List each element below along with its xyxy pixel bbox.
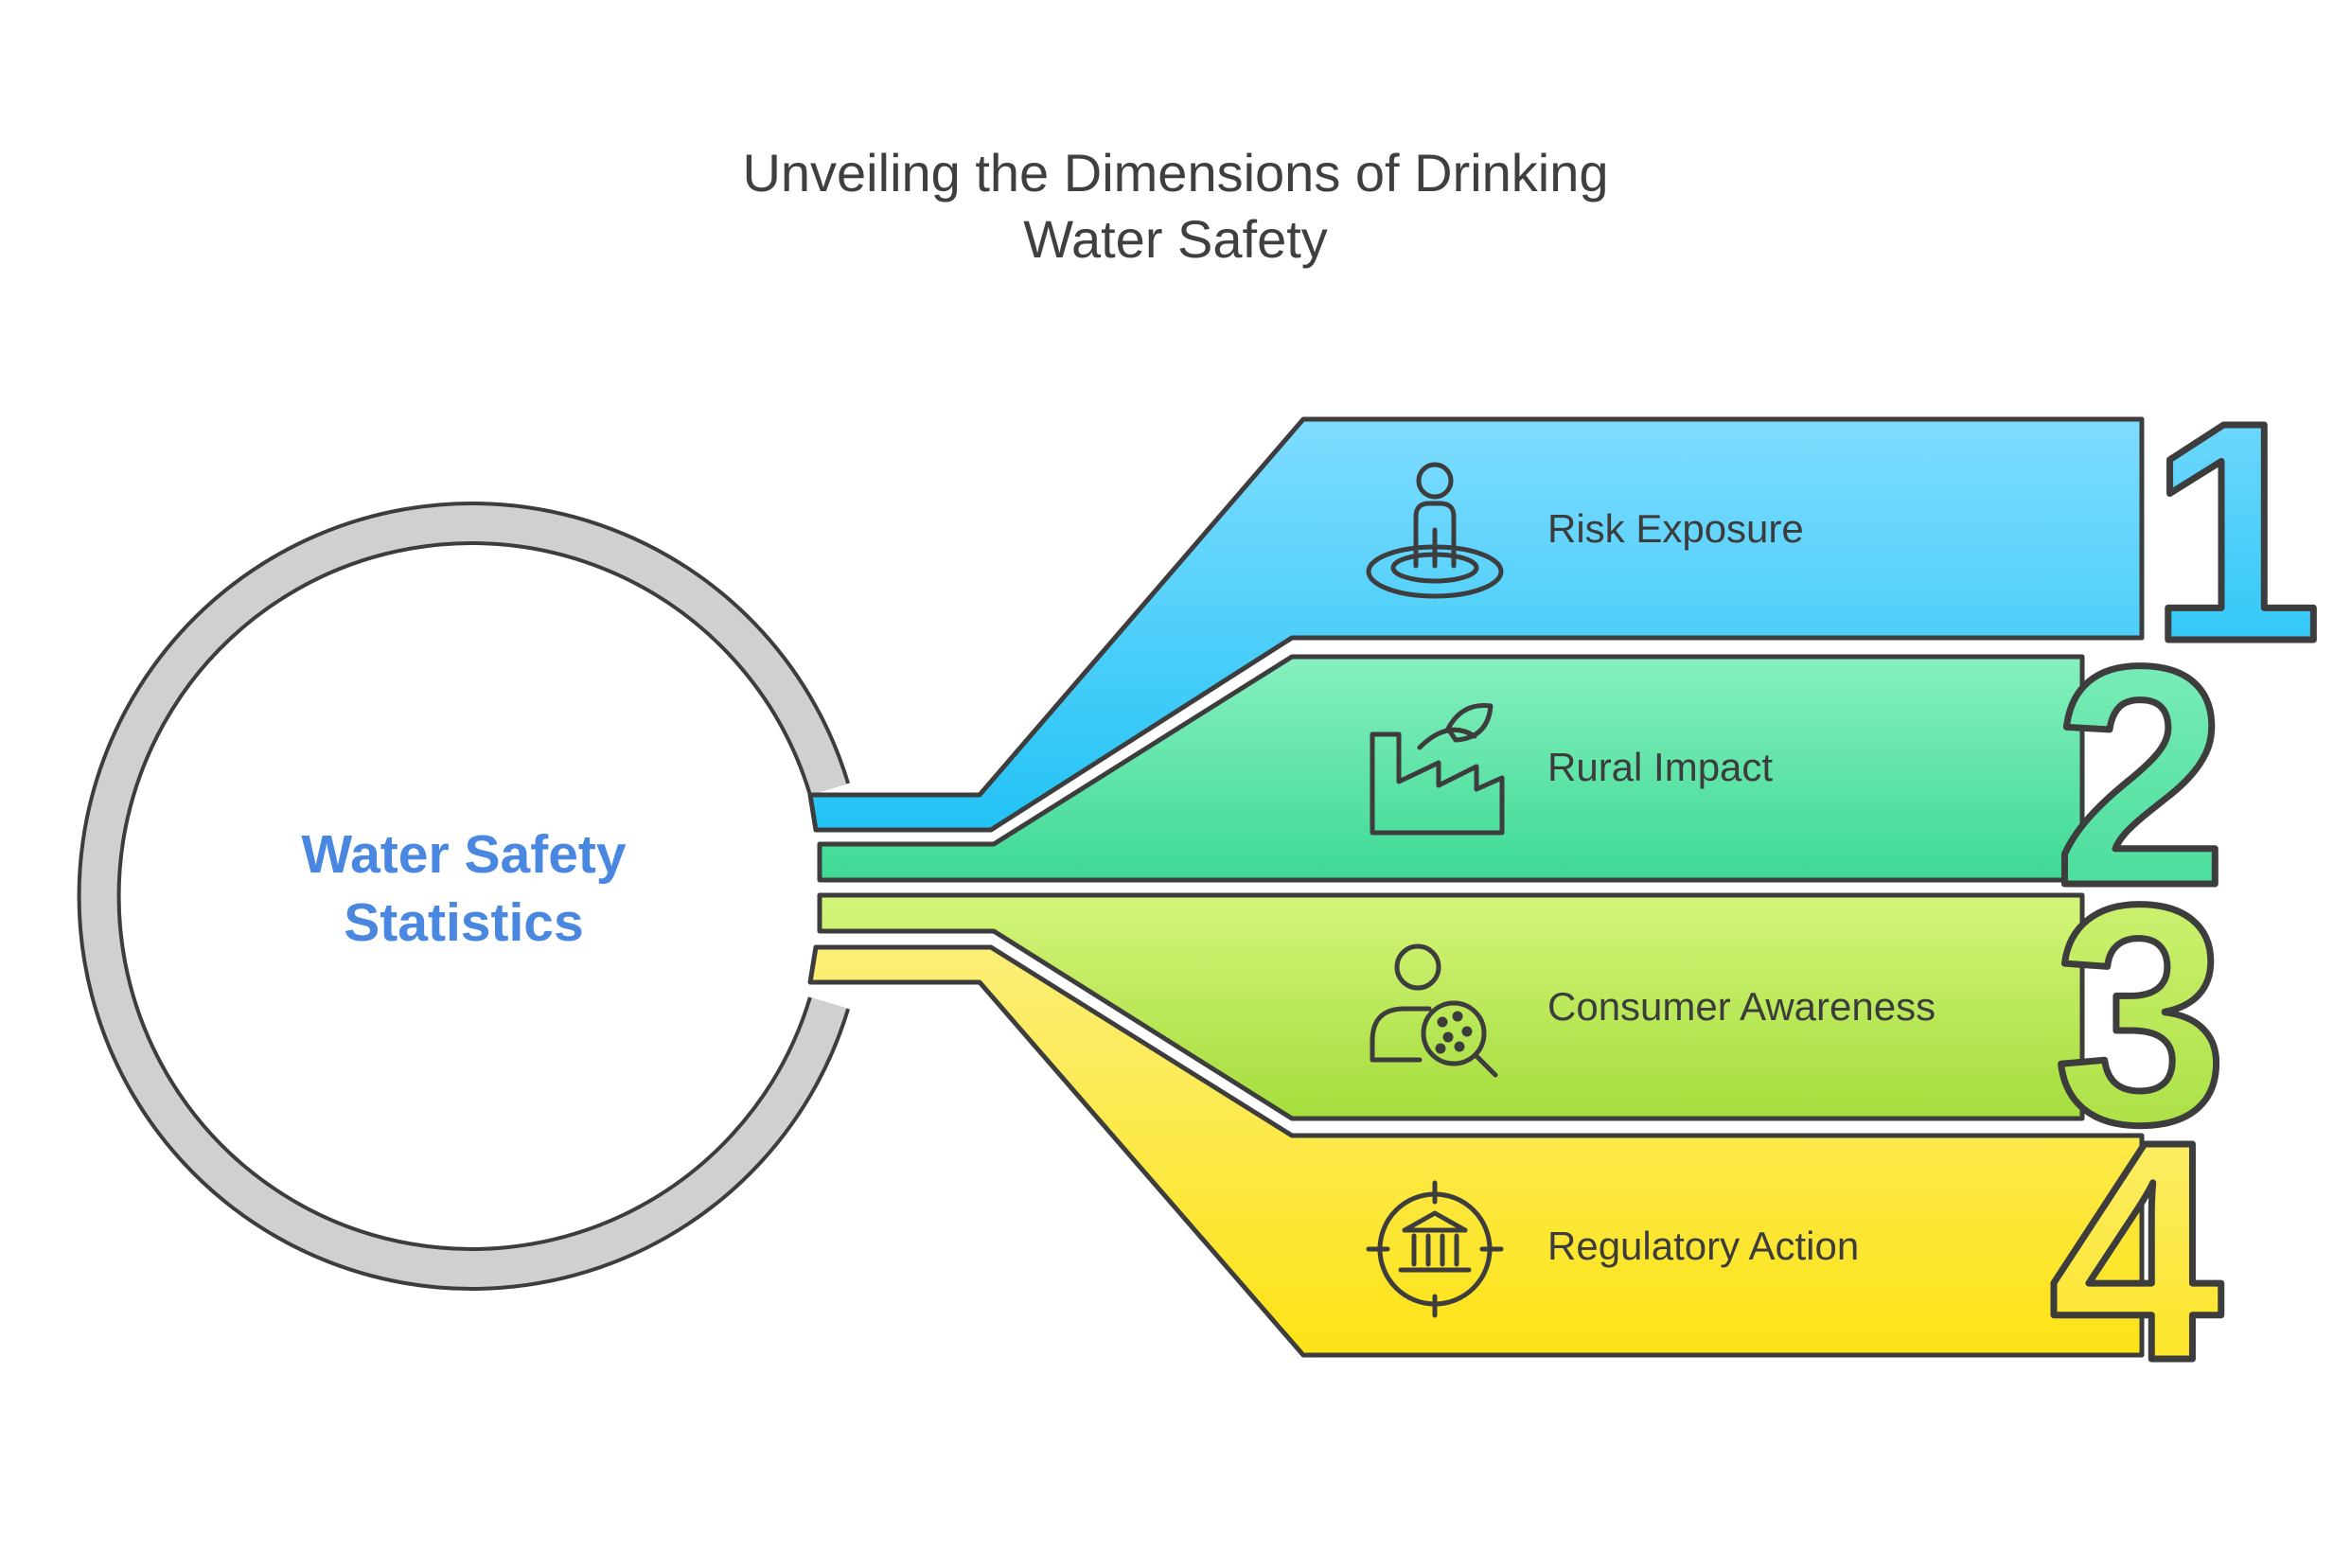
item-label-risk-exposure: Risk Exposure <box>1547 506 1804 551</box>
band-consumer-awareness <box>817 892 2085 1121</box>
band-rural-impact <box>817 654 2085 883</box>
center-label-line-2: Statistics <box>344 892 584 953</box>
title-line-1: Unveiling the Dimensions of Drinking <box>742 143 1609 203</box>
center-label-line-1: Water Safety <box>301 824 627 885</box>
number-4: 4 <box>2049 1076 2225 1425</box>
number-1: 1 <box>2148 357 2323 706</box>
item-label-regulatory-action: Regulatory Action <box>1547 1224 1860 1268</box>
number-3: 3 <box>2054 839 2228 1189</box>
item-label-rural-impact: Rural Impact <box>1547 745 1774 789</box>
band-risk-exposure <box>807 416 2145 833</box>
center-ring <box>77 502 851 1291</box>
bank-target-icon <box>1366 1180 1504 1318</box>
person-in-target-icon <box>1366 462 1504 599</box>
item-label-consumer-awareness: Consumer Awareness <box>1547 984 1936 1029</box>
person-magnifier-icon <box>1370 943 1498 1078</box>
title-line-2: Water Safety <box>1023 209 1328 269</box>
number-2: 2 <box>2054 601 2228 950</box>
factory-leaf-icon <box>1370 703 1505 836</box>
band-regulatory-action <box>807 944 2145 1358</box>
